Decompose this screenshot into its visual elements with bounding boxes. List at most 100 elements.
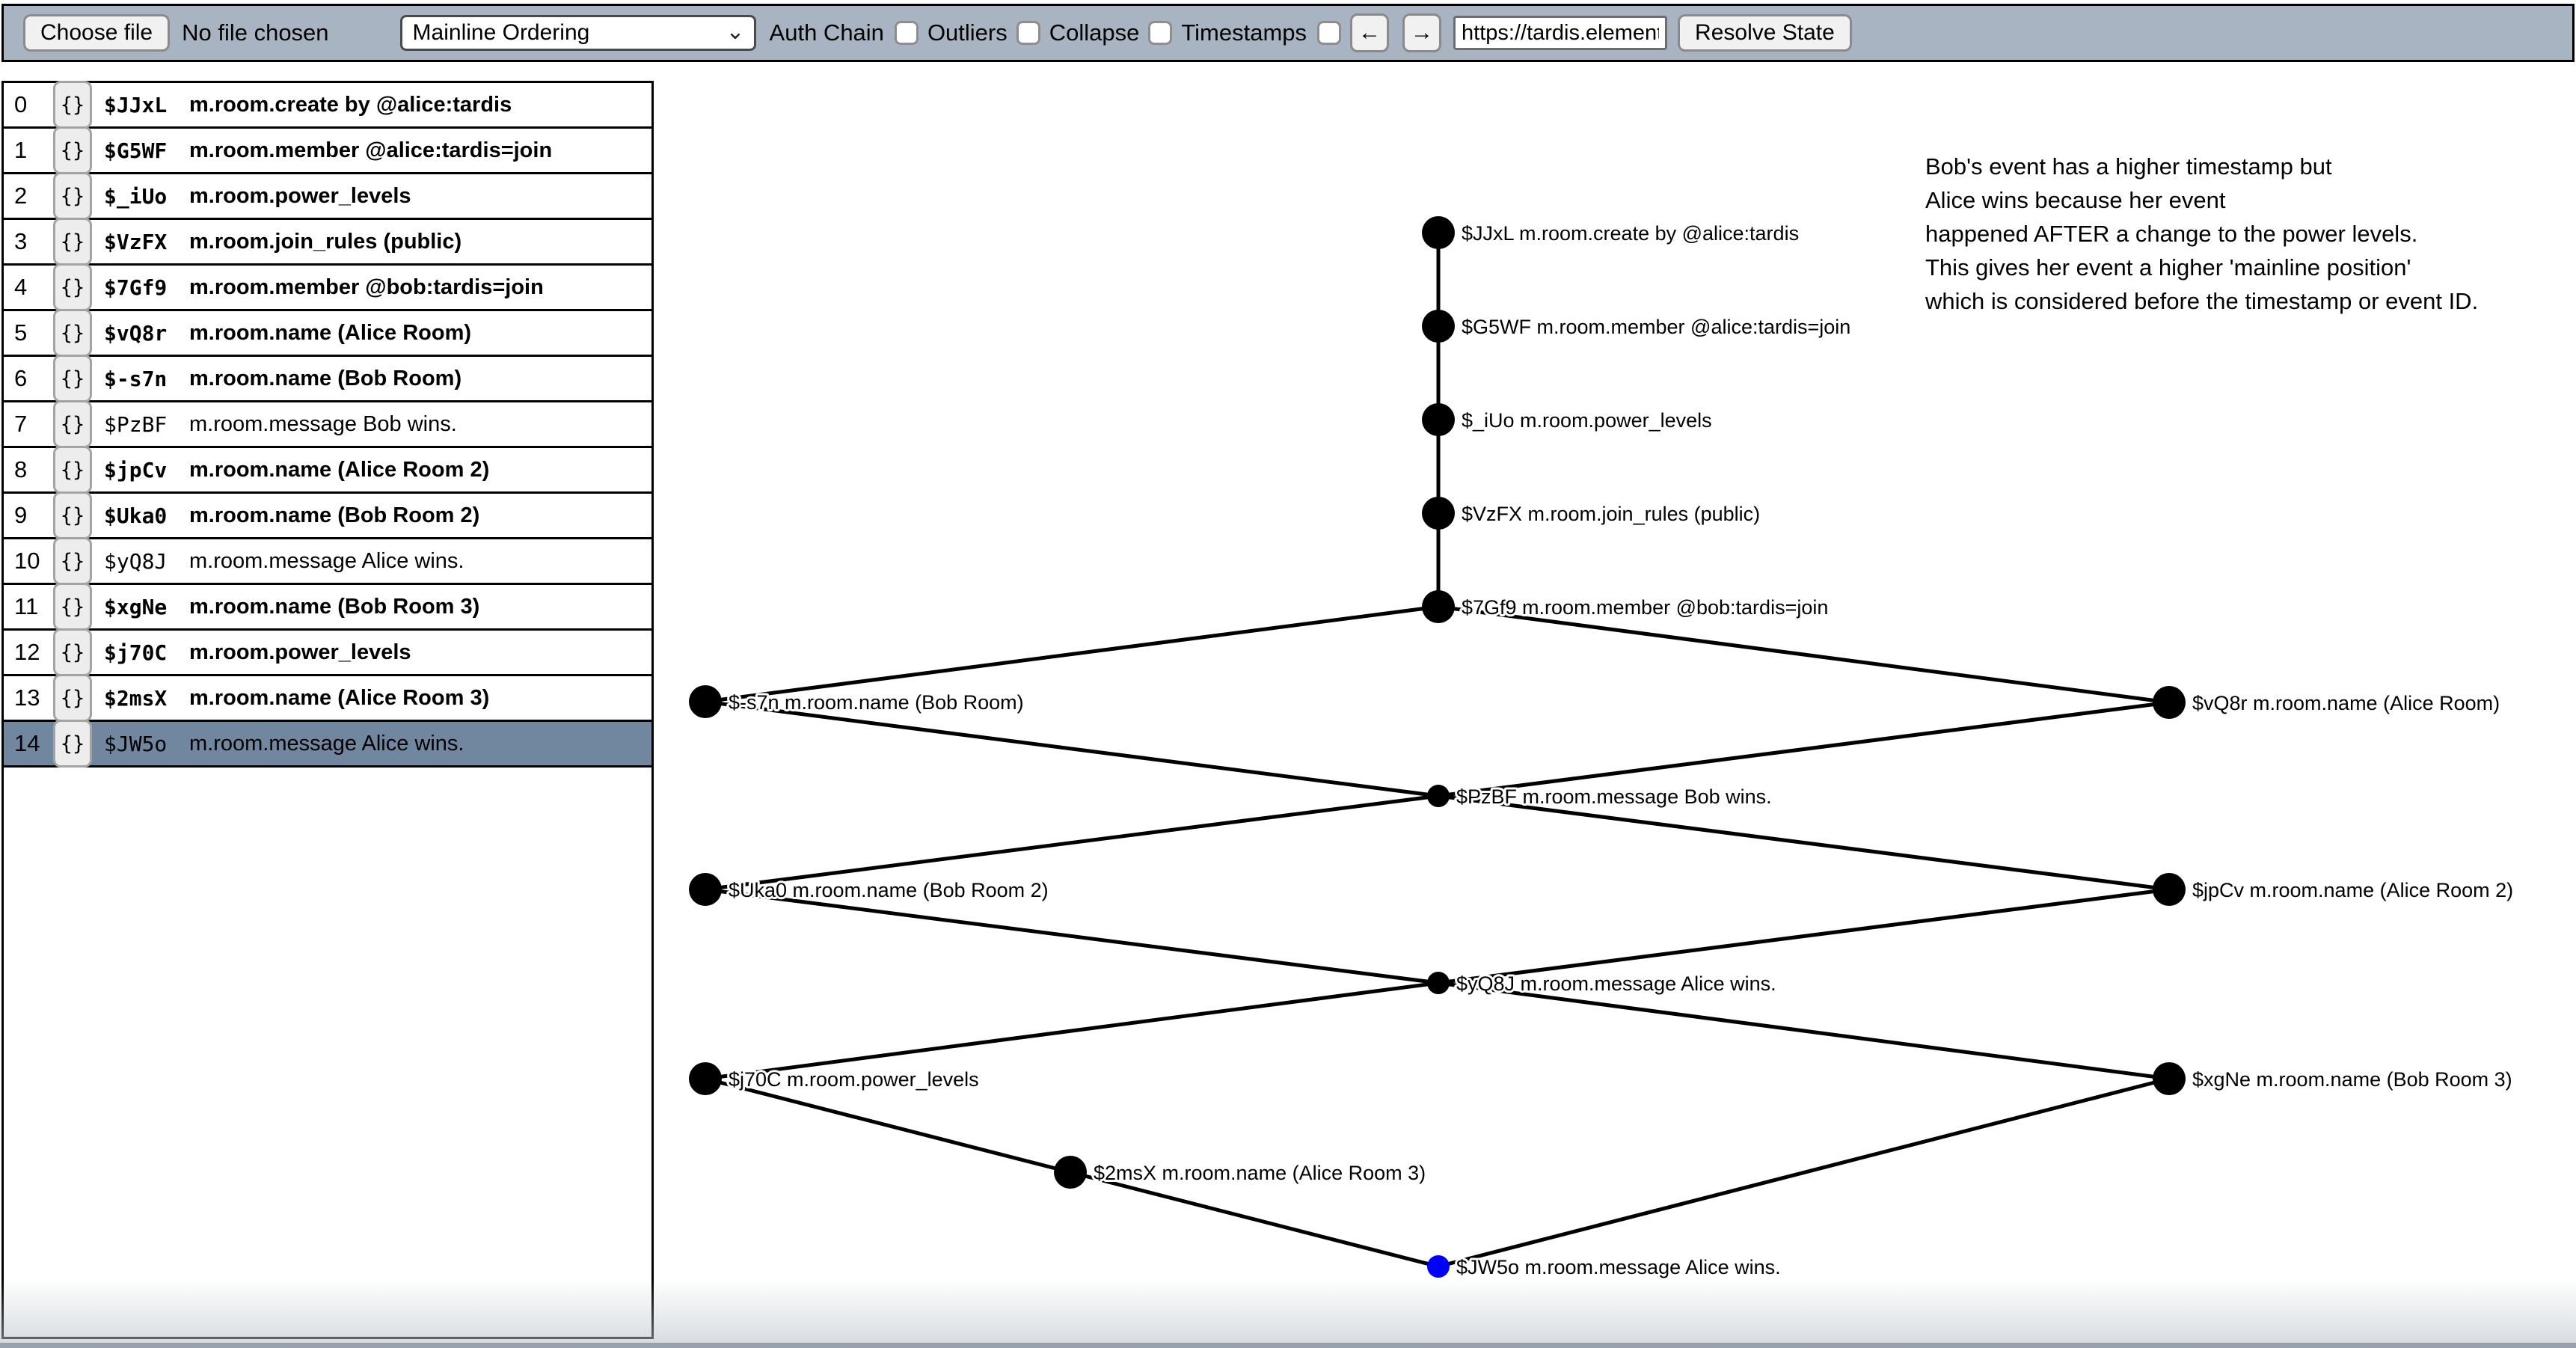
event-description: m.room.message Bob wins. (189, 412, 457, 437)
dag-edge (1438, 889, 2169, 983)
event-list-row[interactable]: 14{} $JW5om.room.message Alice wins. (4, 722, 651, 768)
dag-node-label: $2msX m.room.name (Alice Room 3) (1094, 1162, 1426, 1184)
dag-edge (705, 889, 1438, 983)
event-list-row[interactable]: 1{}$G5WFm.room.member @alice:tardis=join (4, 129, 651, 174)
event-list-row[interactable]: 0{}$JJxLm.room.create by @alice:tardis (4, 83, 651, 129)
event-index: 7 (4, 411, 52, 438)
forward-button[interactable]: → (1402, 13, 1441, 52)
choose-file-button[interactable]: Choose file (23, 14, 170, 52)
resolve-state-button[interactable]: Resolve State (1678, 14, 1852, 52)
event-list-row[interactable]: 12{}$j70Cm.room.power_levels (4, 631, 651, 676)
event-json-button[interactable]: {} (53, 674, 92, 722)
event-index: 11 (4, 593, 52, 620)
event-id: $yQ8J (104, 549, 183, 574)
collapse-label: Collapse (1049, 19, 1140, 46)
outliers-label: Outliers (927, 19, 1008, 46)
dag-edge (1438, 607, 2169, 702)
dag-node[interactable] (2153, 686, 2186, 719)
back-button[interactable]: ← (1350, 13, 1389, 52)
dag-node[interactable] (689, 1062, 722, 1095)
dag-node[interactable] (1422, 216, 1455, 249)
dag-edge (705, 1079, 1070, 1172)
event-index: 0 (4, 91, 52, 118)
dag-node[interactable] (1422, 497, 1455, 530)
event-json-button[interactable]: {} (53, 218, 92, 266)
event-list-row[interactable]: 7{} $PzBFm.room.message Bob wins. (4, 402, 651, 448)
event-json-button[interactable]: {} (53, 628, 92, 676)
event-description: m.room.power_levels (189, 640, 411, 665)
event-json-button[interactable]: {} (53, 446, 92, 494)
event-id: $2msX (104, 686, 183, 711)
dag-edge (1438, 796, 2169, 889)
event-list-row[interactable]: 13{}$2msXm.room.name (Alice Room 3) (4, 676, 651, 722)
dag-edge (1438, 702, 2169, 796)
dag-node[interactable] (1422, 310, 1455, 343)
event-description: m.room.join_rules (public) (189, 230, 461, 254)
dag-node[interactable] (1427, 972, 1450, 994)
event-index: 9 (4, 502, 52, 529)
event-list-row[interactable]: 3{}$VzFXm.room.join_rules (public) (4, 220, 651, 266)
event-list-row[interactable]: 2{}$_iUom.room.power_levels (4, 174, 651, 220)
event-list-row[interactable]: 11{} $xgNem.room.name (Bob Room 3) (4, 585, 651, 631)
bottom-strip (0, 1343, 2576, 1348)
dag-edge (1070, 1172, 1438, 1266)
event-id: $JW5o (104, 732, 183, 756)
dag-node[interactable] (1427, 785, 1450, 807)
event-id: $xgNe (104, 595, 183, 619)
event-index: 6 (4, 365, 52, 392)
event-id: $PzBF (104, 412, 183, 437)
event-list-row[interactable]: 6{}$-s7nm.room.name (Bob Room) (4, 357, 651, 402)
event-json-button[interactable]: {} (53, 720, 92, 768)
event-json-button[interactable]: {} (53, 400, 92, 448)
dag-node[interactable] (1422, 403, 1455, 436)
event-index: 14 (4, 730, 52, 757)
dag-node[interactable] (1054, 1156, 1087, 1189)
dag-node-label: $Uka0 m.room.name (Bob Room 2) (729, 879, 1049, 901)
dag-node-label: $G5WF m.room.member @alice:tardis=join (1462, 316, 1850, 338)
dag-node[interactable] (689, 873, 722, 906)
event-list-row[interactable]: 8{}$jpCvm.room.name (Alice Room 2) (4, 448, 651, 494)
dag-node[interactable] (1427, 1255, 1450, 1278)
file-status-text: No file chosen (182, 19, 328, 46)
annotation-line: Alice wins because her event (1925, 183, 2478, 217)
event-json-button[interactable]: {} (53, 583, 92, 631)
event-list-row[interactable]: 9{}$Uka0m.room.name (Bob Room 2) (4, 494, 651, 539)
event-id: $jpCv (104, 458, 183, 482)
event-index: 4 (4, 274, 52, 301)
event-json-button[interactable]: {} (53, 81, 92, 129)
event-index: 13 (4, 684, 52, 711)
dag-edge (705, 607, 1438, 702)
dag-node[interactable] (689, 685, 722, 718)
ordering-select[interactable]: Mainline Ordering ⌄ (400, 15, 756, 51)
dag-node[interactable] (2153, 1062, 2186, 1095)
event-json-button[interactable]: {} (53, 126, 92, 174)
event-json-button[interactable]: {} (53, 491, 92, 539)
event-index: 1 (4, 137, 52, 164)
event-json-button[interactable]: {} (53, 309, 92, 357)
event-index: 10 (4, 548, 52, 575)
annotation-line: This gives her event a higher 'mainline … (1925, 251, 2478, 284)
event-list-row[interactable]: 10{}$yQ8Jm.room.message Alice wins. (4, 539, 651, 585)
ordering-select-value: Mainline Ordering (413, 20, 590, 46)
timestamps-checkbox[interactable] (1317, 21, 1341, 45)
url-input[interactable] (1453, 16, 1667, 50)
event-id: $G5WF (104, 138, 183, 163)
event-json-button[interactable]: {} (53, 355, 92, 402)
auth-chain-checkbox[interactable] (895, 21, 919, 45)
event-description: m.room.name (Bob Room 3) (189, 595, 479, 619)
event-index: 3 (4, 228, 52, 255)
event-json-button[interactable]: {} (53, 172, 92, 220)
collapse-checkbox[interactable] (1148, 21, 1172, 45)
event-list-row[interactable]: 4{}$7Gf9m.room.member @bob:tardis=join (4, 266, 651, 311)
outliers-checkbox[interactable] (1016, 21, 1040, 45)
event-json-button[interactable]: {} (53, 263, 92, 311)
event-description: m.room.message Alice wins. (189, 732, 464, 756)
dag-node[interactable] (1422, 590, 1455, 623)
dag-node[interactable] (2153, 873, 2186, 906)
event-list-row[interactable]: 5{}$vQ8rm.room.name (Alice Room) (4, 311, 651, 357)
dag-node-label: $VzFX m.room.join_rules (public) (1462, 503, 1760, 525)
event-id: $JJxL (104, 93, 183, 117)
dag-edge (705, 796, 1438, 889)
dag-node-label: $JJxL m.room.create by @alice:tardis (1462, 222, 1799, 245)
event-json-button[interactable]: {} (53, 537, 92, 585)
